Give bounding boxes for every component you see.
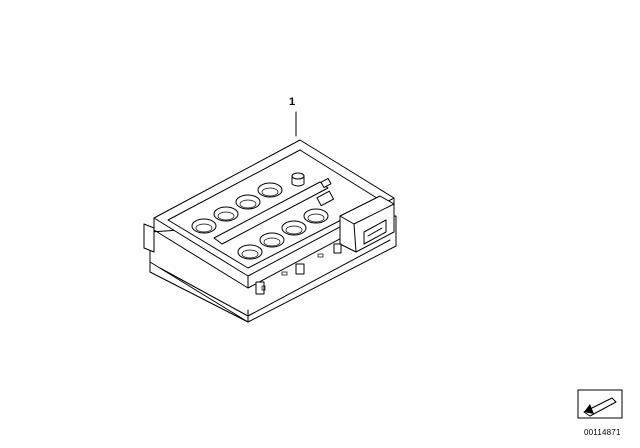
document-number: 00114871 (584, 428, 621, 437)
front-connector-slots (255, 243, 342, 295)
relay-socket-grid (191, 181, 329, 260)
catalog-arrow-icon (577, 389, 623, 419)
control-module-housing (143, 139, 397, 323)
side-connector-plug (339, 195, 395, 253)
fuse-terminal (291, 172, 335, 207)
part-number-label: 1 (289, 96, 296, 108)
